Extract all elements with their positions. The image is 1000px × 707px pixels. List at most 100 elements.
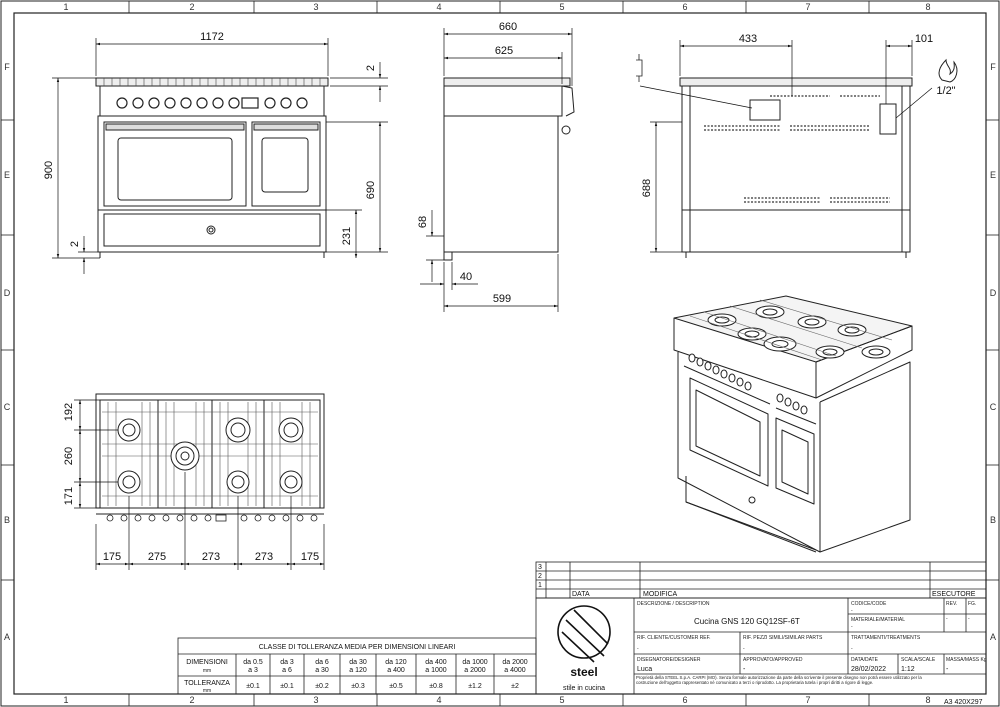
dim-side-foot-depth: 40 [460, 271, 472, 283]
tol-value: ±1.2 [468, 683, 482, 690]
grid-col-5: 5 [559, 2, 564, 12]
grid-col-4-bottom: 4 [436, 695, 441, 705]
tol-range-from: da 6 [315, 659, 329, 666]
grid-col-3: 3 [313, 2, 318, 12]
tol-range-from: da 120 [385, 659, 407, 666]
grid-row-a: A [4, 632, 10, 642]
tol-value: ±0.3 [351, 683, 365, 690]
tolerance-tol-unit: mm [203, 688, 211, 694]
rev-row-3: 3 [538, 564, 542, 571]
revision-table [535, 561, 987, 599]
dim-rear-height: 688 [641, 179, 653, 197]
tb-drawn-value: Luca [637, 666, 652, 673]
side-dimensions [420, 28, 573, 312]
tol-range-from: da 30 [349, 659, 367, 666]
tol-range-to: a 6 [282, 667, 292, 674]
tb-ref1-value: - [637, 646, 639, 652]
rear-dimensions [639, 40, 933, 253]
tb-material-value: - [851, 624, 853, 630]
tol-range-to: a 30 [315, 667, 329, 674]
grid-row-f: F [4, 62, 10, 72]
tol-range-to: a 3 [248, 667, 258, 674]
gas-connection-label: 1/2" [936, 85, 955, 97]
tb-date-value: 28/02/2022 [851, 666, 886, 673]
grid-col-8: 8 [925, 2, 930, 12]
grid-row-a-right: A [990, 632, 996, 642]
tb-date-label: DATA/DATE [851, 657, 879, 663]
dim-top-depth-3: 171 [63, 487, 75, 505]
top-burners [117, 417, 304, 494]
tb-ref2-label: RIF. PEZZI SIMILI/SIMILAR PARTS [743, 635, 823, 641]
tb-ref3-label: TRATTAMENTI/TREATMENTS [851, 635, 921, 641]
dim-top-width-3: 273 [202, 551, 220, 563]
tol-range-from: da 2000 [502, 659, 527, 666]
dim-rear-offset: 433 [739, 33, 757, 45]
tol-range-from: da 0.5 [243, 659, 263, 666]
tol-value: ±0.1 [246, 683, 260, 690]
top-dimensions [74, 399, 325, 570]
rev-col-modifica: MODIFICA [643, 591, 678, 598]
dim-side-depth-total: 660 [499, 21, 517, 33]
dim-top-depth-2: 260 [63, 447, 75, 465]
tb-ref2-value: - [743, 646, 745, 652]
grid-row-d: D [4, 288, 11, 298]
tol-range-to: a 4000 [504, 667, 526, 674]
tb-desc-label: DESCRIZIONE / DESCRIPTION [637, 601, 710, 607]
tb-sheet-value: - [968, 616, 970, 622]
tolerance-title: CLASSE DI TOLLERANZA MEDIA PER DIMENSION… [259, 644, 456, 651]
grid-row-e-right: E [990, 170, 996, 180]
rev-col-esecutore: ESECUTORE [932, 591, 976, 598]
isometric-grate-lines [689, 299, 893, 361]
tol-range-from: da 1000 [462, 659, 487, 666]
front-burner-grates [103, 78, 321, 86]
grid-row-b-right: B [990, 515, 996, 525]
grid-row-c-right: C [990, 402, 997, 412]
electric-plug-icon [636, 54, 643, 82]
grid-col-1: 1 [63, 2, 68, 12]
grid-row-c: C [4, 402, 11, 412]
dim-front-top-gap: 2 [365, 65, 377, 71]
rev-row-1: 1 [538, 582, 542, 589]
tb-scale-value: 1:12 [901, 666, 915, 673]
dim-front-height: 900 [43, 161, 55, 179]
grid-labels: 1 2 3 4 5 6 7 8 1 2 3 4 5 6 7 8 F E D C … [4, 2, 997, 705]
grid-row-e: E [4, 170, 10, 180]
front-view [95, 77, 329, 258]
tolerance-table [177, 637, 537, 695]
tolerance-dim-label: DIMENSIONI [186, 659, 228, 666]
dim-front-oven-height: 690 [365, 181, 377, 199]
grid-col-6-bottom: 6 [682, 695, 687, 705]
grid-row-f-right: F [990, 62, 996, 72]
tolerance-tol-label: TOLLERANZA [184, 680, 230, 687]
tol-range-to: a 400 [387, 667, 405, 674]
tol-value: ±0.5 [389, 683, 403, 690]
isometric-burners [707, 305, 891, 359]
grid-col-3-bottom: 3 [313, 695, 318, 705]
side-view [443, 77, 575, 261]
dim-side-depth-body: 625 [495, 45, 513, 57]
tol-range-from: da 3 [280, 659, 294, 666]
tol-range-to: a 120 [349, 667, 367, 674]
dim-top-width-2: 275 [148, 551, 166, 563]
tolerance-dim-unit: mm [203, 668, 211, 674]
front-logo-badge [206, 225, 216, 235]
dim-front-drawer-height: 231 [341, 227, 353, 245]
dim-front-bottom-gap: 2 [69, 241, 81, 247]
front-knobs [116, 97, 308, 109]
top-knobs-row [106, 514, 318, 522]
dim-top-depth-1: 192 [63, 403, 75, 421]
tb-approved-value: - [743, 666, 746, 673]
tol-value: ±0.1 [280, 683, 294, 690]
steel-logo-icon [557, 605, 611, 663]
dim-top-width-4: 273 [255, 551, 273, 563]
top-view [95, 393, 325, 515]
dim-front-width: 1172 [200, 31, 224, 43]
tb-code-label: CODICE/CODE [851, 601, 887, 607]
tb-drawn-label: DISEGNATORE/DESIGNER [637, 657, 701, 663]
tb-scale-label: SCALA/SCALE [901, 657, 936, 663]
brand-tagline: stile in cucina [563, 685, 605, 692]
gas-flame-icon [938, 58, 958, 83]
grid-col-7: 7 [805, 2, 810, 12]
isometric-knobs [688, 353, 808, 504]
